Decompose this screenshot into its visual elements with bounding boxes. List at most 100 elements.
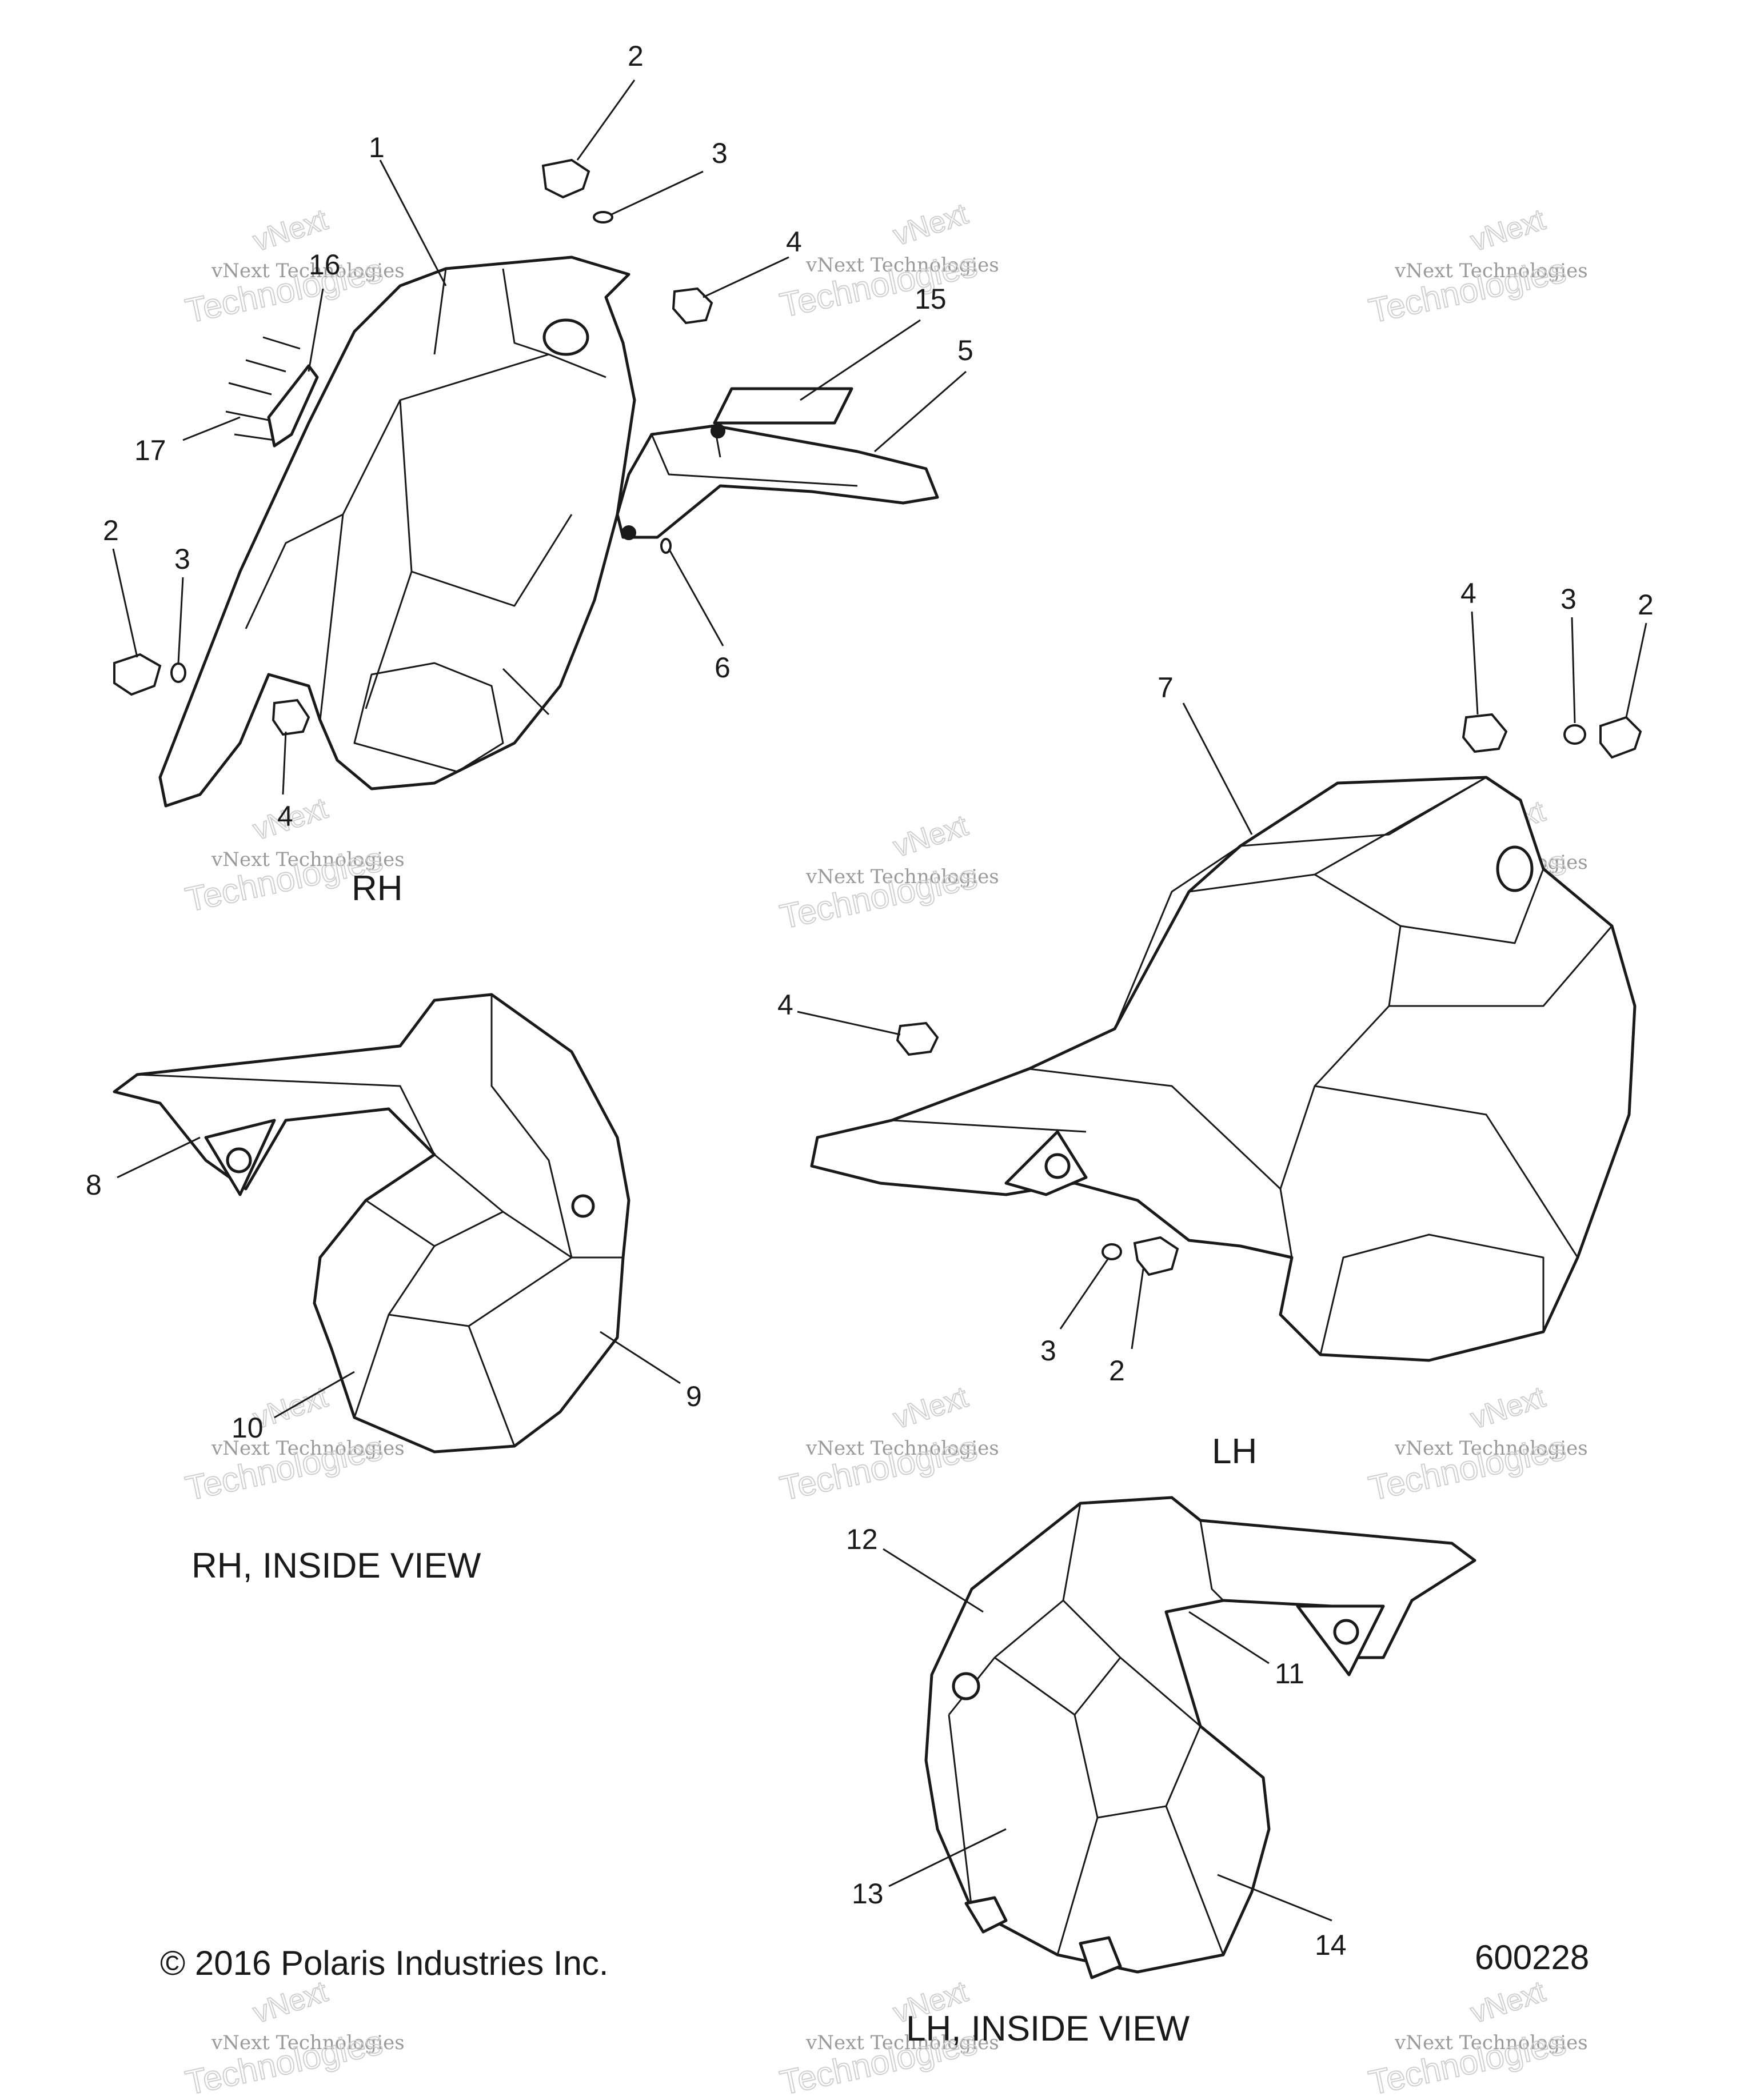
callout-4: 4 <box>777 989 793 1021</box>
grommet-hardware <box>672 287 713 325</box>
watermark-vnext: vNext <box>1467 1380 1550 1435</box>
lh-inside-hole <box>952 1672 980 1700</box>
leader-line <box>1471 611 1479 715</box>
grommet-hardware <box>272 698 310 736</box>
callout-4: 4 <box>277 800 293 832</box>
leader-line <box>611 170 704 215</box>
watermark-text: vNext Technologies <box>211 1437 405 1460</box>
rh-inside-hole <box>226 1147 252 1173</box>
callout-2: 2 <box>628 40 644 72</box>
lh-inside-hole <box>1333 1619 1359 1645</box>
leader-line <box>797 1011 901 1036</box>
watermark-vnext: vNext <box>1467 1975 1550 2030</box>
leader-line <box>274 1371 355 1419</box>
callout-6: 6 <box>715 652 731 684</box>
leader-line <box>600 1331 681 1384</box>
rh-fender-mount-hole <box>542 318 589 356</box>
watermark-text: vNext Technologies <box>1394 259 1588 282</box>
lh-fender-mount-hole <box>1496 845 1534 892</box>
leader-line <box>1059 1257 1110 1330</box>
rh-fender-detail <box>245 268 606 721</box>
view-label-lh-inside: LH, INSIDE VIEW <box>906 2009 1190 2049</box>
leader-line <box>703 256 789 298</box>
leader-line <box>668 548 724 646</box>
callout-labels: 1 2 3 4 15 5 16 17 2 3 6 4 4 3 2 7 4 8 3… <box>86 40 1654 1961</box>
part-8-rh-inside-fender <box>113 993 630 1454</box>
washer-hardware <box>1102 1243 1122 1260</box>
part-17-screws <box>225 336 301 441</box>
leader-line <box>1217 1874 1332 1922</box>
watermark-text: vNext Technologies <box>805 1437 999 1460</box>
callout-13: 13 <box>852 1878 884 1910</box>
watermark-text: vNext Technologies <box>805 2031 999 2054</box>
callout-15: 15 <box>915 283 947 315</box>
watermark-text: vNext Technologies <box>805 254 999 277</box>
callout-17: 17 <box>134 434 166 466</box>
lh-inside-detail <box>948 1503 1224 1955</box>
leader-line <box>874 370 967 453</box>
part-7-lh-fender <box>810 776 1637 1362</box>
leader-line <box>1131 1268 1144 1350</box>
part-15-decal <box>713 387 853 425</box>
clip-hardware <box>113 653 162 696</box>
lh-fender-detail <box>891 776 1613 1258</box>
copyright-text: © 2016 Polaris Industries Inc. <box>160 1944 609 1982</box>
clip-hardware <box>541 158 590 199</box>
leader-line <box>112 548 138 658</box>
callout-10: 10 <box>232 1412 264 1444</box>
lh-inside-foot <box>964 1896 1008 1934</box>
rh-fender-assembly <box>112 79 967 808</box>
leader-line <box>379 159 447 286</box>
leader-line <box>883 1548 984 1613</box>
callout-11: 11 <box>1275 1658 1304 1690</box>
watermark-text: vNext Technologies <box>211 259 405 282</box>
watermark-text: vNext Technologies <box>211 848 405 871</box>
callout-16: 16 <box>309 249 341 281</box>
callout-2: 2 <box>103 514 119 546</box>
flare-stud <box>711 424 725 438</box>
watermark-text: vNext Technologies <box>1394 1437 1588 1460</box>
leader-line <box>282 731 287 795</box>
callout-4: 4 <box>1460 577 1476 609</box>
leader-line <box>1188 1611 1270 1664</box>
flare-stud <box>621 525 636 540</box>
view-label-rh: RH <box>352 869 403 908</box>
leader-line <box>888 1828 1007 1887</box>
lh-fender-assembly <box>797 611 1647 1362</box>
view-label-lh: LH <box>1212 1432 1257 1471</box>
callout-8: 8 <box>86 1169 102 1201</box>
leader-line <box>182 416 241 441</box>
callout-7: 7 <box>1158 672 1174 704</box>
callout-4: 4 <box>786 226 802 258</box>
watermark-text: vNext Technologies <box>805 865 999 888</box>
watermark-vnext: vNext <box>889 809 972 864</box>
clip-hardware <box>1599 716 1642 759</box>
rh-inside-view-assembly <box>113 993 681 1454</box>
callout-3: 3 <box>174 543 190 575</box>
part-16-bracket <box>267 364 319 448</box>
watermark-vnext: vNext <box>249 1975 332 2030</box>
leader-line <box>800 319 921 401</box>
callout-5: 5 <box>957 334 973 366</box>
rh-fender-cavity <box>353 662 504 773</box>
leader-line <box>308 288 324 372</box>
leader-line <box>1571 617 1576 724</box>
washer-hardware <box>1563 724 1586 745</box>
rh-inside-hole <box>571 1194 595 1218</box>
rh-inside-detail <box>137 995 623 1447</box>
washer-hardware <box>170 662 186 683</box>
callout-2: 2 <box>1109 1355 1125 1387</box>
leader-line <box>1182 702 1253 835</box>
leader-line <box>576 79 636 161</box>
leader-line <box>177 577 184 664</box>
grommet-hardware <box>896 1021 939 1056</box>
view-label-rh-inside: RH, INSIDE VIEW <box>191 1546 481 1586</box>
figure-number: 600228 <box>1475 1938 1589 1977</box>
lh-inside-view-assembly <box>883 1496 1476 1979</box>
watermark-vnext: vNext <box>889 1380 972 1435</box>
callout-3: 3 <box>712 137 728 169</box>
leader-line <box>117 1136 201 1179</box>
watermark-text: vNext Technologies <box>1394 2031 1588 2054</box>
